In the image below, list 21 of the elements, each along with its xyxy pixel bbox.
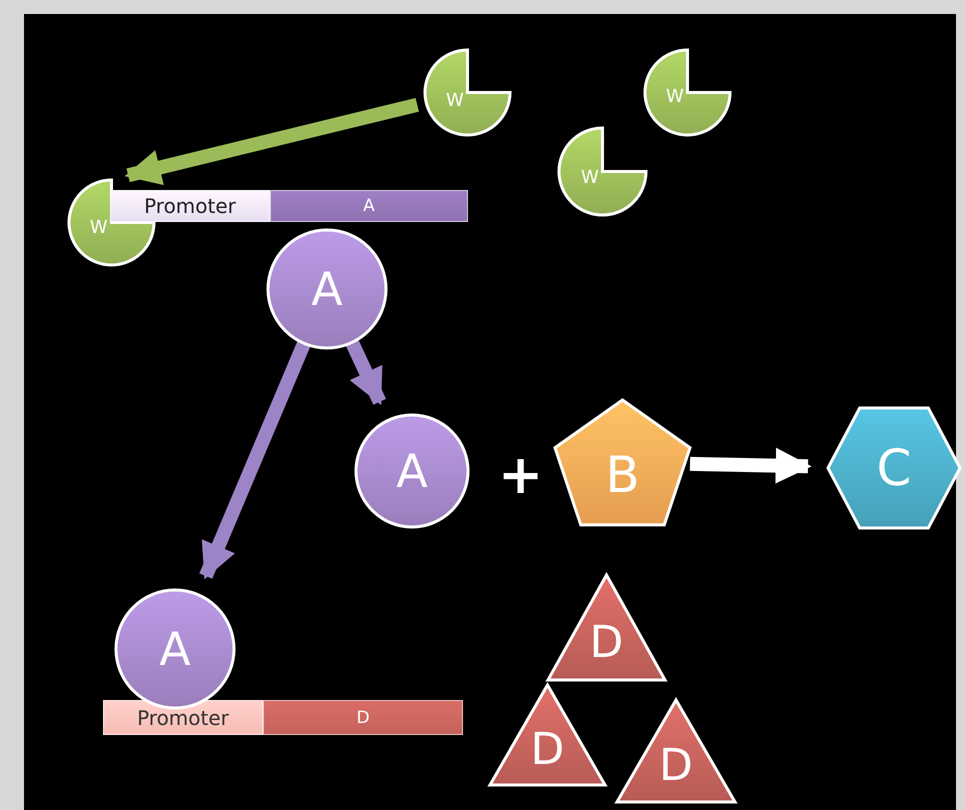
plus-sign: + [498,448,544,502]
shape-label: A [396,448,428,494]
arrow [346,340,386,406]
shape-label: D [659,744,693,788]
shape-label: W [666,88,684,106]
shape-label: A [159,626,191,672]
shape-label: W [580,168,599,187]
arrow [199,340,310,580]
shape-label: D [530,728,564,772]
shape-label: A [311,266,343,312]
promoter-segment: Promoter [103,700,263,735]
shape-label: B [605,450,640,500]
shape-label: W [90,218,108,237]
shape-label: C [876,443,912,493]
arrow [690,448,812,484]
shape-label: D [590,621,624,666]
gene-segment: A [270,190,468,222]
shape-label: W [446,92,464,110]
gene-segment: D [263,700,463,735]
arrow [124,98,419,186]
promoter-segment: Promoter [110,190,270,222]
